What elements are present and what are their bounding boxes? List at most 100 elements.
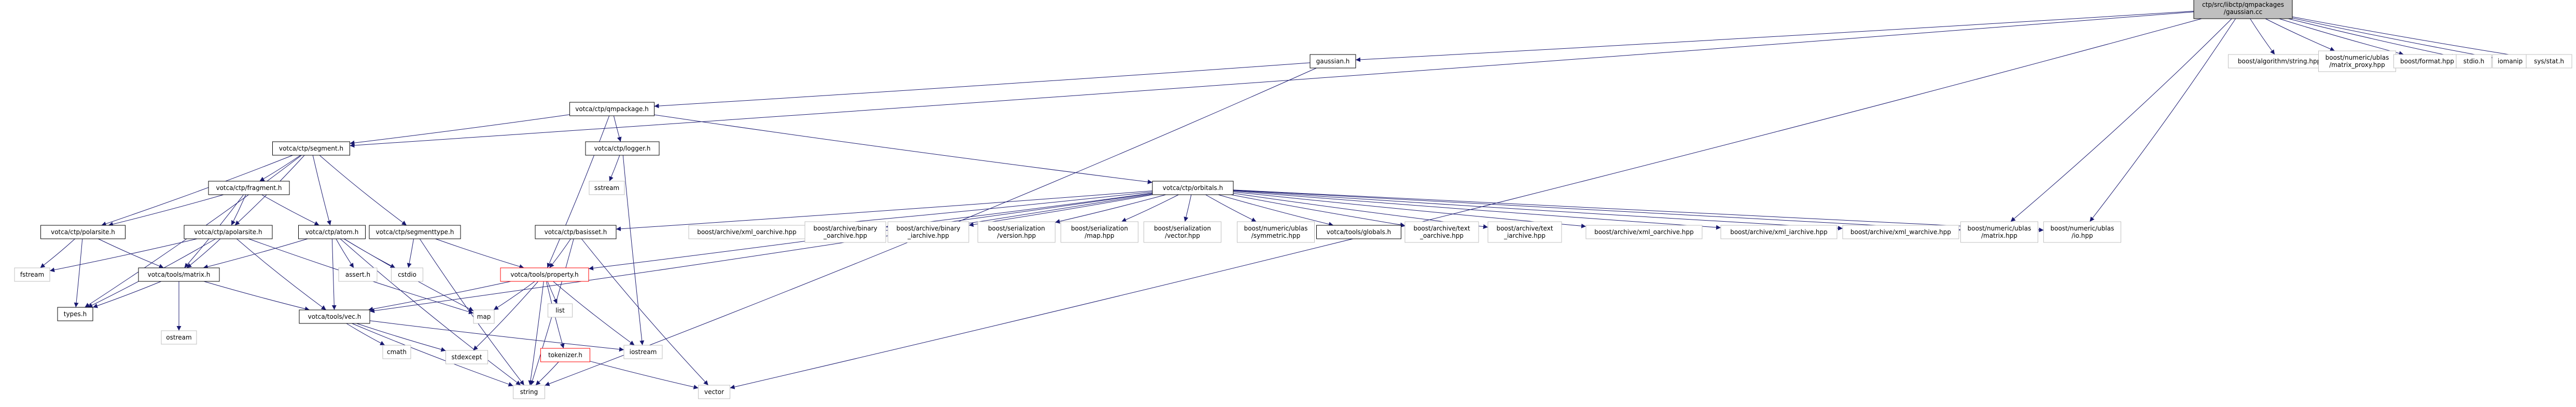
node-globals[interactable]: votca/tools/globals.h	[1316, 225, 1401, 239]
node-b-ublas-matrix: boost/numeric/ublas/matrix.hpp	[1960, 221, 2038, 243]
edge-gaussian_h-to-qmpackage	[654, 62, 1311, 108]
node-box	[1720, 225, 1837, 239]
node-box	[1310, 54, 1356, 69]
edge-root-to-boost_format	[2279, 18, 2404, 56]
node-label: votca/ctp/fragment.h	[216, 184, 282, 192]
edge-segment-to-polarsite	[101, 155, 293, 226]
edge-orbitals-to-b_xml_oarchive2	[1233, 192, 1586, 228]
node-box	[2193, 0, 2293, 19]
node-label: ctp/src/libctp/qmpackages	[2202, 1, 2284, 8]
node-fragment[interactable]: votca/ctp/fragment.h	[208, 181, 290, 195]
node-label: /vector.hpp	[1165, 232, 1200, 239]
node-box	[2526, 54, 2572, 69]
node-box	[2393, 54, 2461, 69]
edge-polarsite-to-matrix	[98, 238, 164, 268]
edge-polarsite-to-types	[74, 238, 83, 308]
node-label: boost/serialization	[1071, 225, 1128, 232]
node-box	[473, 309, 495, 324]
edge-root-to-gaussian_h	[1355, 11, 2194, 62]
node-box	[40, 225, 126, 239]
node-label: boost/archive/xml_oarchive.hpp	[697, 228, 797, 236]
node-label: boost/format.hpp	[2400, 58, 2454, 65]
edge-segment-to-atom	[312, 155, 331, 226]
node-box	[1316, 225, 1401, 239]
node-box	[138, 267, 220, 282]
node-box	[513, 385, 545, 399]
node-polarsite[interactable]: votca/ctp/polarsite.h	[40, 225, 126, 239]
node-stdio-h: stdio.h	[2456, 54, 2492, 69]
node-label: string	[520, 388, 538, 396]
node-matrix[interactable]: votca/tools/matrix.h	[138, 267, 220, 282]
edge-apolarsite-to-fstream	[49, 238, 198, 273]
node-logger[interactable]: votca/ctp/logger.h	[585, 141, 660, 156]
node-label: map	[477, 313, 491, 320]
node-label: votca/tools/property.h	[510, 271, 578, 278]
node-label: votca/tools/globals.h	[1327, 228, 1391, 236]
edge-basisset-to-vector	[581, 238, 709, 386]
node-box	[2456, 54, 2492, 69]
edge-orbitals-to-b_xml_warchive	[1233, 190, 1843, 230]
edge-orbitals-to-b_xml_iarchive	[1233, 191, 1721, 230]
edge-root-to-b_ublas_matrix	[2010, 18, 2232, 222]
node-label: ostream	[166, 334, 191, 341]
node-box	[1144, 221, 1221, 243]
node-box	[299, 309, 370, 324]
node-vector: vector	[698, 385, 730, 399]
node-property[interactable]: votca/tools/property.h	[500, 267, 589, 282]
node-tokenizer[interactable]: tokenizer.h	[540, 348, 590, 362]
edge-qmpackage-to-segment	[350, 114, 570, 145]
node-label: boost/archive/xml_oarchive.hpp	[1594, 228, 1694, 236]
node-atom[interactable]: votca/ctp/atom.h	[298, 225, 366, 239]
node-gaussian-h[interactable]: gaussian.h	[1310, 54, 1356, 69]
node-label: boost/archive/text	[1496, 225, 1553, 232]
node-box	[2318, 50, 2396, 72]
node-box	[2228, 54, 2331, 69]
node-label: _oarchive.hpp	[1419, 232, 1464, 239]
node-b-bin-oarchive: boost/archive/binary_oarchive.hpp	[804, 221, 886, 243]
node-box	[1960, 221, 2038, 243]
node-assert-h: assert.h	[338, 267, 378, 282]
node-label: boost/serialization	[988, 225, 1045, 232]
node-root: ctp/src/libctp/qmpackages/gaussian.cc	[2193, 0, 2293, 19]
edge-property-to-string	[528, 281, 544, 386]
node-b-xml-oarchive2: boost/archive/xml_oarchive.hpp	[1585, 225, 1703, 239]
node-box	[569, 102, 655, 116]
node-box	[2492, 54, 2528, 69]
node-label: boost/archive/xml_warchive.hpp	[1850, 228, 1951, 236]
edge-orbitals-to-b_ublas_matrix	[1233, 189, 1961, 232]
node-label: boost/archive/binary	[896, 225, 960, 232]
node-box	[1585, 225, 1703, 239]
edge-matrix-to-vec	[203, 281, 310, 311]
node-label: _iarchive.hpp	[907, 232, 949, 239]
node-label: /matrix.hpp	[1981, 232, 2017, 239]
node-qmpackage[interactable]: votca/ctp/qmpackage.h	[569, 102, 655, 116]
node-label: gaussian.h	[1316, 58, 1350, 65]
node-string: string	[513, 385, 545, 399]
edge-apolarsite-to-vec	[236, 238, 326, 310]
node-label: tokenizer.h	[548, 351, 582, 359]
edge-orbitals-to-b_ser_map	[1121, 194, 1179, 222]
edge-orbitals-to-b_text_oarchive	[1231, 194, 1405, 227]
node-b-xml-warchive: boost/archive/xml_warchive.hpp	[1842, 225, 1959, 239]
node-box	[887, 221, 969, 243]
edge-vec-to-iostream	[369, 320, 624, 352]
node-label: votca/ctp/polarsite.h	[51, 228, 115, 236]
node-types[interactable]: types.h	[57, 307, 93, 321]
node-vec[interactable]: votca/tools/vec.h	[299, 309, 370, 324]
node-box	[1152, 181, 1234, 195]
edge-property-to-map	[493, 281, 535, 310]
node-b-ser-version: boost/serialization/version.hpp	[978, 221, 1055, 243]
edge-root-to-b_ublas_io	[2090, 18, 2236, 222]
node-label: /matrix_proxy.hpp	[2329, 61, 2385, 69]
node-label: votca/ctp/segmenttype.h	[376, 228, 454, 236]
node-orbitals[interactable]: votca/ctp/orbitals.h	[1152, 181, 1234, 195]
node-segment[interactable]: votca/ctp/segment.h	[272, 141, 350, 156]
node-apolarsite[interactable]: votca/ctp/apolarsite.h	[184, 225, 273, 239]
node-basisset[interactable]: votca/ctp/basisset.h	[535, 225, 617, 239]
node-segmenttype[interactable]: votca/ctp/segmenttype.h	[369, 225, 461, 239]
node-cmath: cmath	[382, 345, 411, 359]
node-box	[161, 330, 197, 345]
edge-orbitals-to-b_ublas_sym	[1205, 194, 1257, 222]
edge-segment-to-fragment	[259, 155, 301, 182]
